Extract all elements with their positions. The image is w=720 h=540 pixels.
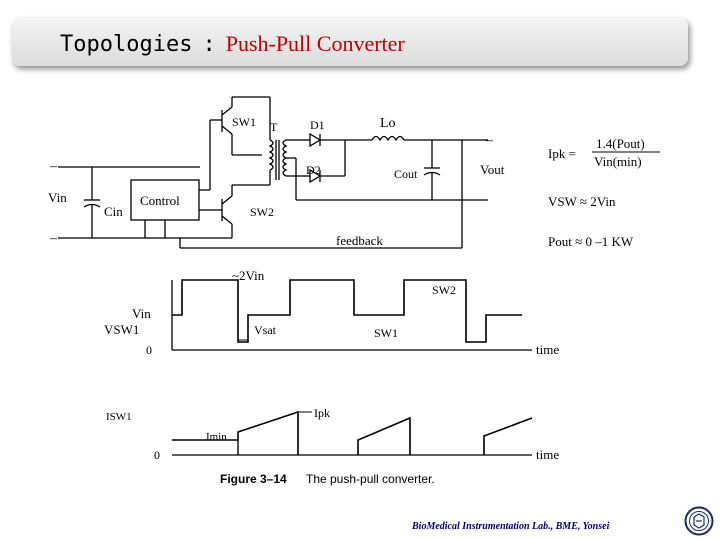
- footer-credit: BioMedical Instrumentation Lab., BME, Yo…: [412, 521, 610, 532]
- wave-vsw1-label: VSW1: [104, 322, 139, 337]
- wave-vin-label: Vin: [132, 306, 151, 321]
- voltage-waveform: Vin VSW1 ~2Vin Vsat 0 SW2 SW1 time: [104, 268, 559, 357]
- wave-sw2-label: SW2: [432, 283, 456, 297]
- lo-label: Lo: [380, 116, 396, 131]
- wave-peak-label: ~2Vin: [232, 268, 265, 283]
- vin-label: Vin: [48, 190, 67, 205]
- current-waveform: ISW1 Imin Ipk 0 time: [106, 406, 559, 462]
- wave-isw1-label: ISW1: [106, 411, 132, 423]
- control-label: Control: [140, 193, 180, 208]
- circuit-schematic: – – Vin Cin Control SW1: [48, 96, 505, 249]
- ipk-numerator: 1.4(Pout): [596, 136, 645, 151]
- wave-imin-label: Imin: [206, 431, 227, 443]
- sw1-label: SW1: [232, 115, 256, 129]
- title-prefix: Topologies: [60, 32, 193, 57]
- figure-caption: Figure 3–14 The push-pull converter.: [220, 472, 435, 486]
- ipk-lhs: Ipk =: [548, 146, 576, 161]
- vout-minus: –: [485, 133, 494, 148]
- vsw-equation: VSW ≈ 2Vin: [548, 194, 616, 209]
- slide-title: Topologies: Push-Pull Converter: [60, 31, 405, 57]
- d1-label: D1: [310, 118, 325, 132]
- wave-i-time: time: [536, 447, 559, 462]
- caption-text: The push-pull converter.: [306, 472, 435, 486]
- title-separator: :: [202, 32, 216, 57]
- ipk-denominator: Vin(min): [594, 154, 642, 169]
- wave-v-zero: 0: [146, 343, 152, 357]
- vin-minus-bottom: –: [49, 231, 58, 246]
- wave-v-time: time: [536, 342, 559, 357]
- title-main: Push-Pull Converter: [225, 31, 405, 56]
- cout-label: Cout: [394, 167, 418, 181]
- caption-number: Figure 3–14: [220, 472, 287, 486]
- transformer-label: T: [270, 120, 278, 134]
- university-seal-icon: [684, 506, 714, 536]
- wave-sw1-label: SW1: [374, 326, 398, 340]
- wave-vsat-label: Vsat: [254, 323, 277, 337]
- sw2-label: SW2: [250, 205, 274, 219]
- pout-equation: Pout ≈ 0 –1 KW: [548, 234, 634, 249]
- title-bar: Topologies: Push-Pull Converter: [12, 18, 688, 66]
- wave-ipk-label: Ipk: [314, 406, 330, 420]
- cin-label: Cin: [104, 204, 123, 219]
- vin-minus-top: –: [49, 159, 58, 174]
- feedback-label: feedback: [336, 233, 383, 248]
- vout-label: Vout: [480, 162, 505, 177]
- wave-i-zero: 0: [154, 448, 160, 462]
- d2-label: D2: [306, 163, 321, 177]
- design-equations: Ipk = 1.4(Pout) Vin(min) VSW ≈ 2Vin Pout…: [548, 136, 660, 249]
